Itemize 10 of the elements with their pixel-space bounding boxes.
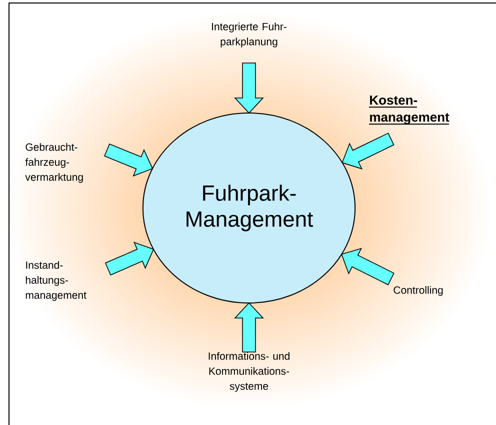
- topic-label: Controlling: [394, 286, 443, 296]
- block-arrow: [234, 302, 264, 352]
- topic-label: Gebraucht- fahrzeug- vermarktung: [25, 143, 83, 183]
- block-arrow: [234, 62, 264, 114]
- topic-label: Instand- haltungs- management: [26, 261, 86, 301]
- block-arrow: [342, 132, 394, 170]
- block-arrow: [341, 248, 394, 286]
- topic-label: Kosten- management: [368, 96, 450, 125]
- topic-label: Integrierte Fuhr- parkplanung: [212, 22, 286, 48]
- topic-label: Informations- und Kommunikations- systeme: [208, 352, 290, 392]
